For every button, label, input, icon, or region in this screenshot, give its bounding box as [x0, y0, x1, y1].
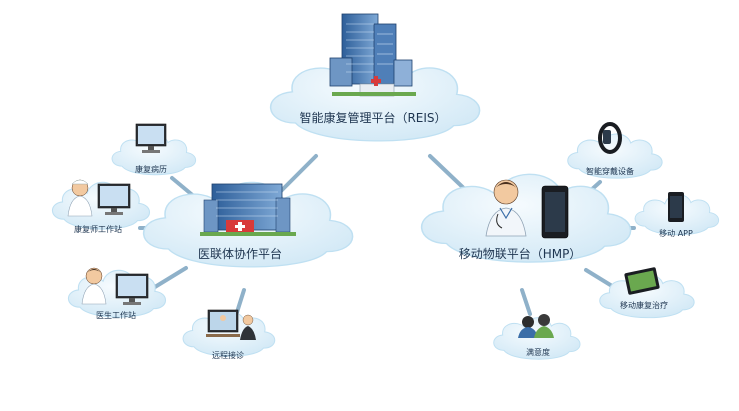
- wearable-node: 智能穿戴设备: [567, 122, 663, 179]
- smartphone-icon: [541, 185, 569, 239]
- doctor-workstation-node: 医生工作站: [67, 267, 167, 320]
- connector-hub-doctor: [148, 266, 188, 292]
- reis-cloud: 智能康复管理平台（REIS）: [269, 13, 481, 142]
- hmp-label: 移动物联平台（HMP）: [459, 246, 582, 261]
- monitor-icon: [135, 123, 167, 153]
- doctor-icon: [81, 267, 107, 305]
- records-label: 康复病历: [135, 164, 167, 174]
- app-node: 移动 APP: [634, 192, 720, 238]
- therapist-node: 康复师工作站: [51, 179, 151, 234]
- users-icon: [518, 314, 554, 338]
- hospital-building-icon: [329, 13, 416, 97]
- hub-label: 医联体协作平台: [198, 246, 282, 261]
- video-consultation-icon: [206, 309, 256, 340]
- remote-node: 远程接诊: [182, 309, 276, 360]
- connector-hmp-mobile-rehab: [584, 268, 614, 288]
- reis-label: 智能康复管理平台（REIS）: [299, 110, 446, 125]
- records-node: 康复病历: [111, 123, 197, 176]
- doctor-icon: [485, 179, 527, 237]
- app-label: 移动 APP: [659, 228, 693, 238]
- doctor-workstation-label: 医生工作站: [96, 310, 136, 320]
- connector-hmp-satisfaction: [520, 288, 532, 316]
- remote-label: 远程接诊: [212, 350, 244, 360]
- monitor-icon: [115, 273, 149, 305]
- hmp-cloud: 移动物联平台（HMP）: [420, 173, 632, 263]
- nurse-icon: [67, 179, 93, 217]
- mobile-rehab-label: 移动康复治疗: [620, 300, 668, 310]
- tablet-icon: [624, 267, 660, 295]
- monitor-icon: [97, 183, 131, 215]
- satisfaction-node: 满意度: [493, 314, 581, 360]
- smart-band-icon: [598, 122, 622, 154]
- medical-center-building-icon: [200, 183, 296, 236]
- mobile-rehab-node: 移动康复治疗: [599, 267, 695, 319]
- phone-icon: [668, 192, 684, 222]
- hub-cloud: 医联体协作平台: [142, 181, 354, 268]
- satisfaction-label: 满意度: [526, 347, 550, 357]
- therapist-label: 康复师工作站: [74, 224, 122, 234]
- wearable-label: 智能穿戴设备: [586, 166, 634, 176]
